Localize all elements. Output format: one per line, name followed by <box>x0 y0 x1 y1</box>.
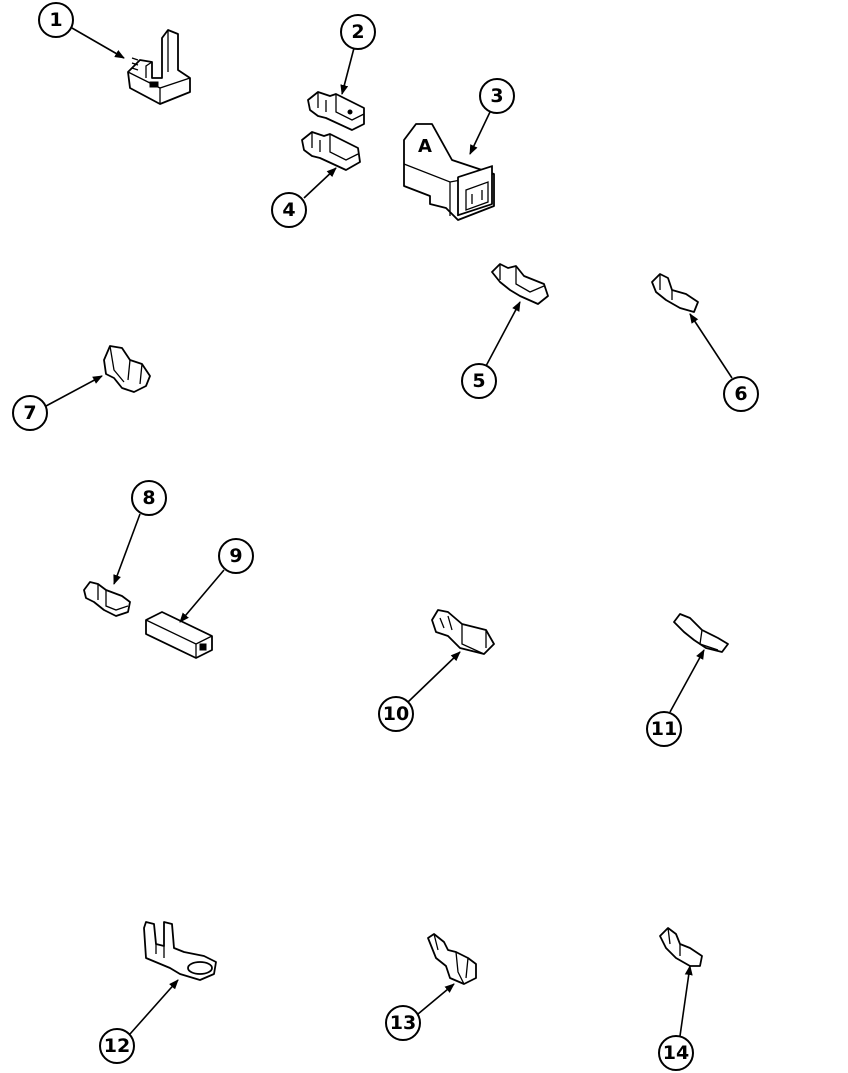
callout-8: 8 <box>131 480 167 516</box>
part-8-terminal <box>83 581 131 617</box>
callout-13: 13 <box>385 1005 421 1041</box>
callout-14-label: 14 <box>663 1042 689 1064</box>
callout-10-label: 10 <box>383 703 409 725</box>
callout-6-label: 6 <box>734 383 747 405</box>
callout-4: 4 <box>271 192 307 228</box>
callout-7: 7 <box>12 395 48 431</box>
leader-13 <box>417 983 455 1015</box>
leader-10 <box>407 651 461 703</box>
callout-1: 1 <box>38 2 74 38</box>
part-3-housing: A <box>403 123 495 221</box>
callout-12: 12 <box>99 1028 135 1064</box>
callout-1-label: 1 <box>49 9 62 31</box>
part-13-terminal <box>427 933 477 985</box>
leader-9 <box>179 569 225 623</box>
callout-14: 14 <box>658 1035 694 1071</box>
part-5-terminal <box>491 263 549 305</box>
part-11-pin-terminal <box>673 613 729 653</box>
part-2-terminal <box>307 91 365 131</box>
leader-8 <box>113 513 141 585</box>
callout-2: 2 <box>340 14 376 50</box>
leader-7 <box>45 375 103 407</box>
callout-9: 9 <box>218 538 254 574</box>
leader-1 <box>71 27 125 59</box>
callout-3: 3 <box>479 78 515 114</box>
part-1-clip <box>127 29 191 105</box>
part-4-terminal <box>301 131 361 171</box>
housing-letter: A <box>418 136 432 157</box>
leader-lines <box>45 27 733 1037</box>
leader-5 <box>485 301 521 367</box>
leader-2 <box>340 47 355 95</box>
callout-2-label: 2 <box>351 21 364 43</box>
part-7-clip <box>103 345 151 393</box>
part-14-terminal <box>659 927 703 967</box>
callout-5: 5 <box>461 363 497 399</box>
leader-4 <box>303 167 337 199</box>
leader-6 <box>689 313 733 379</box>
callout-8-label: 8 <box>142 487 155 509</box>
callout-9-label: 9 <box>229 545 242 567</box>
part-6-terminal <box>651 273 699 313</box>
leader-12 <box>129 979 179 1035</box>
leader-3 <box>469 111 491 155</box>
leader-11 <box>669 649 705 713</box>
callout-11: 11 <box>646 711 682 747</box>
callout-12-label: 12 <box>104 1035 130 1057</box>
callout-13-label: 13 <box>390 1012 416 1034</box>
callout-7-label: 7 <box>23 402 36 424</box>
callout-10: 10 <box>378 696 414 732</box>
callout-3-label: 3 <box>490 85 503 107</box>
leader-14 <box>679 965 693 1037</box>
part-10-insulated-terminal <box>431 609 495 655</box>
callout-11-label: 11 <box>651 718 677 740</box>
callout-4-label: 4 <box>282 199 295 221</box>
callout-5-label: 5 <box>472 370 485 392</box>
callout-6: 6 <box>723 376 759 412</box>
part-9-insulator <box>145 611 213 659</box>
part-12-ring-terminal <box>143 921 217 981</box>
